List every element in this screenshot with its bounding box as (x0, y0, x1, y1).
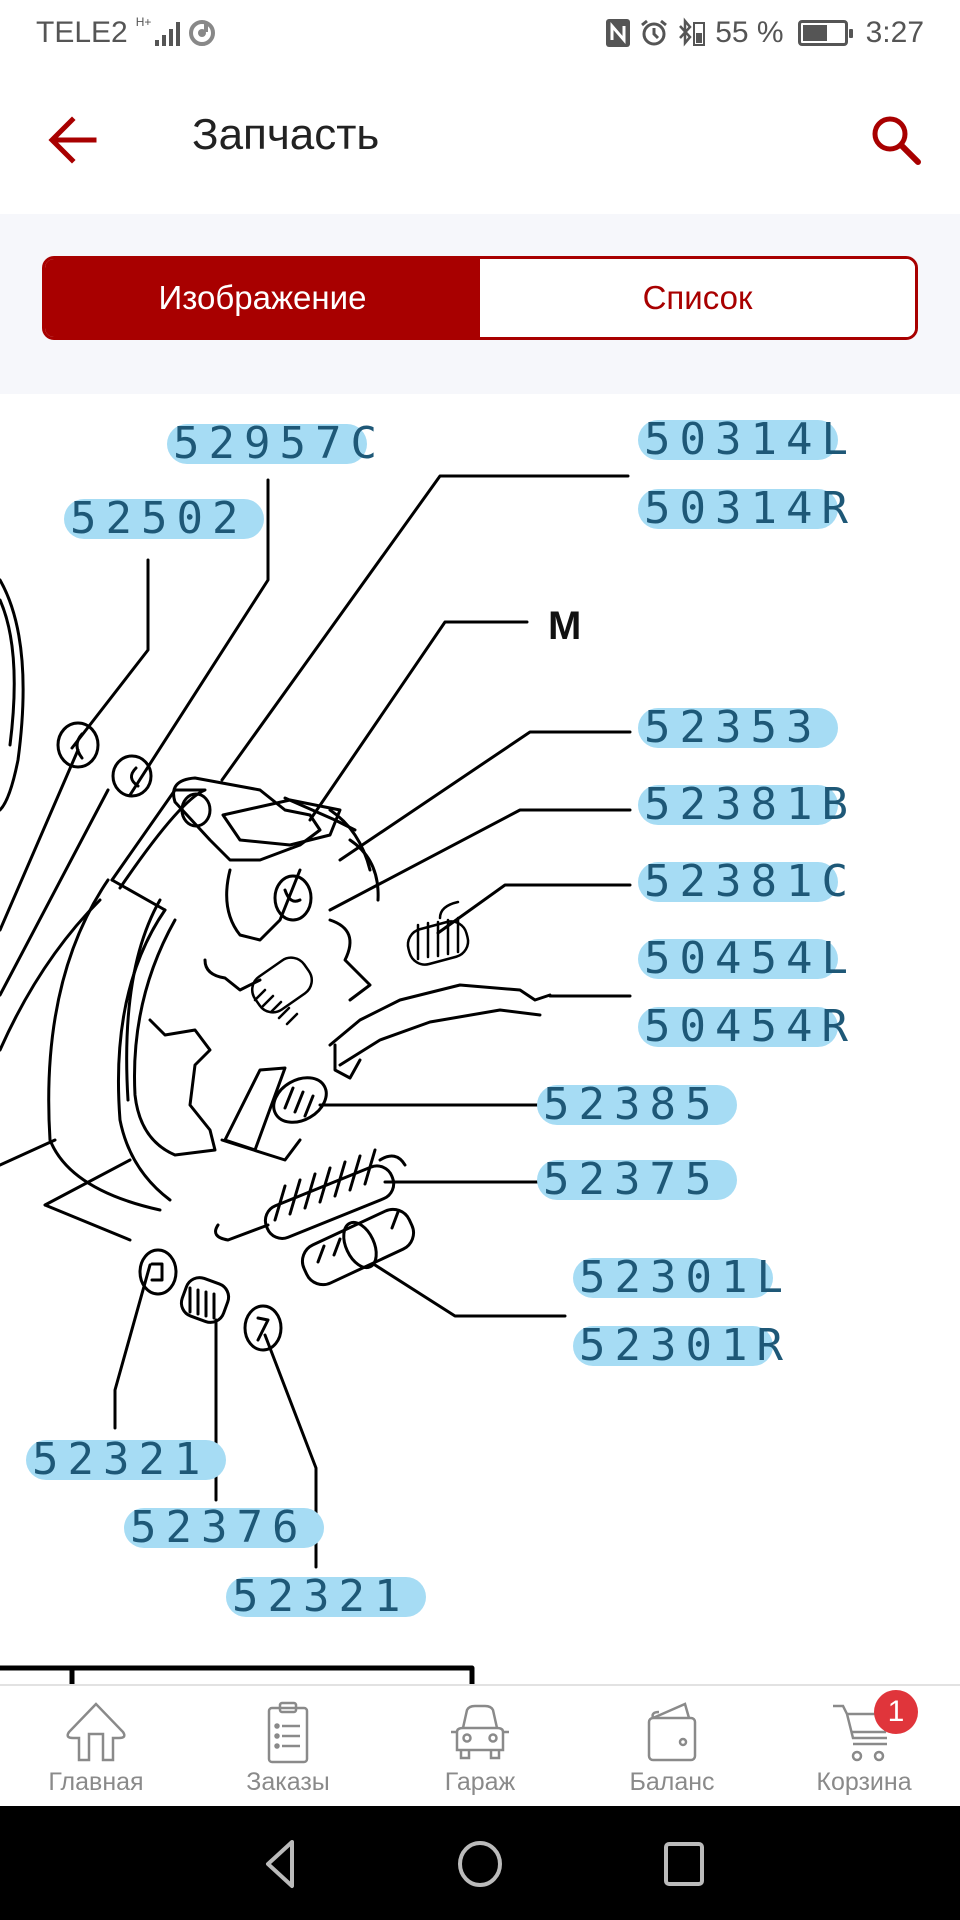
network-type: H+ (135, 15, 152, 29)
bluetooth-icon (677, 17, 707, 49)
nav-home[interactable]: Главная (0, 1686, 192, 1806)
callout-50454L[interactable]: 50454L (638, 937, 848, 981)
nav-home-label: Главная (48, 1768, 144, 1796)
search-icon (872, 116, 921, 165)
callout-52321-left[interactable]: 52321 (26, 1438, 226, 1482)
battery-icon (797, 20, 853, 46)
callout-52376[interactable]: 52376 (124, 1506, 324, 1550)
callout-52301R[interactable]: 52301R (573, 1324, 783, 1368)
home-circle-icon (458, 1841, 502, 1887)
callout-52381B[interactable]: 52381B (638, 783, 848, 827)
nav-cart[interactable]: 1 Корзина (768, 1686, 960, 1806)
callout-52381C[interactable]: 52381C (638, 860, 848, 904)
status-bar: TELE2 H+ 55 % 3:27 (0, 0, 960, 66)
system-recents-button[interactable] (654, 1836, 714, 1892)
home-icon (66, 1702, 126, 1762)
callout-52502[interactable]: 52502 (64, 497, 264, 541)
callout-52385[interactable]: 52385 (537, 1083, 737, 1127)
sync-icon (188, 19, 216, 47)
system-back-button[interactable] (250, 1836, 310, 1892)
callout-50314L[interactable]: 50314L (638, 418, 848, 462)
back-button[interactable] (44, 112, 104, 168)
nav-orders-label: Заказы (246, 1768, 330, 1796)
system-home-button[interactable] (450, 1836, 510, 1892)
nfc-icon (605, 18, 631, 48)
app-header: Запчасть (0, 66, 960, 214)
search-button[interactable] (866, 110, 926, 170)
page-title: Запчасть (192, 110, 380, 159)
car-icon (451, 1704, 509, 1760)
marker-m: M (548, 604, 582, 648)
brake-assembly-drawing (0, 474, 632, 1684)
callout-50454R[interactable]: 50454R (638, 1005, 848, 1049)
nav-cart-label: Корзина (816, 1768, 912, 1796)
callout-52375[interactable]: 52375 (537, 1158, 737, 1202)
battery-percent: 55 % (715, 16, 784, 49)
view-toggle: Изображение Список (42, 256, 918, 340)
callout-50314R[interactable]: 50314R (638, 487, 848, 531)
tab-list[interactable]: Список (480, 259, 915, 337)
callout-52301L[interactable]: 52301L (573, 1256, 783, 1300)
bottom-nav: Главная Заказы Гараж Баланс (0, 1684, 960, 1806)
tab-image[interactable]: Изображение (45, 259, 480, 337)
callout-52321-right[interactable]: 52321 (226, 1575, 426, 1619)
nav-balance[interactable]: Баланс (576, 1686, 768, 1806)
system-nav-bar (0, 1806, 960, 1920)
nav-garage-label: Гараж (444, 1768, 516, 1796)
clipboard-icon (267, 1701, 309, 1764)
alarm-icon (639, 18, 669, 48)
parts-diagram[interactable]: M 52957C 52502 50314L 50314R 52353 52381… (0, 394, 960, 1684)
clock: 3:27 (865, 16, 924, 49)
callout-52957C[interactable]: 52957C (167, 422, 377, 466)
callout-52353[interactable]: 52353 (638, 706, 838, 750)
nav-balance-label: Баланс (629, 1768, 715, 1796)
view-toggle-area: Изображение Список (0, 214, 960, 394)
nav-orders[interactable]: Заказы (192, 1686, 384, 1806)
recents-square-icon (664, 1842, 704, 1886)
cart-icon (833, 1704, 891, 1762)
wallet-icon (647, 1702, 697, 1762)
arrow-left-icon (48, 116, 97, 164)
nav-garage[interactable]: Гараж (384, 1686, 576, 1806)
signal-icon: H+ (136, 16, 181, 46)
cart-badge: 1 (874, 1690, 918, 1734)
status-left: TELE2 H+ (36, 16, 216, 50)
status-right: 55 % 3:27 (605, 16, 924, 50)
carrier-name: TELE2 (36, 16, 128, 49)
back-triangle-icon (266, 1840, 294, 1888)
